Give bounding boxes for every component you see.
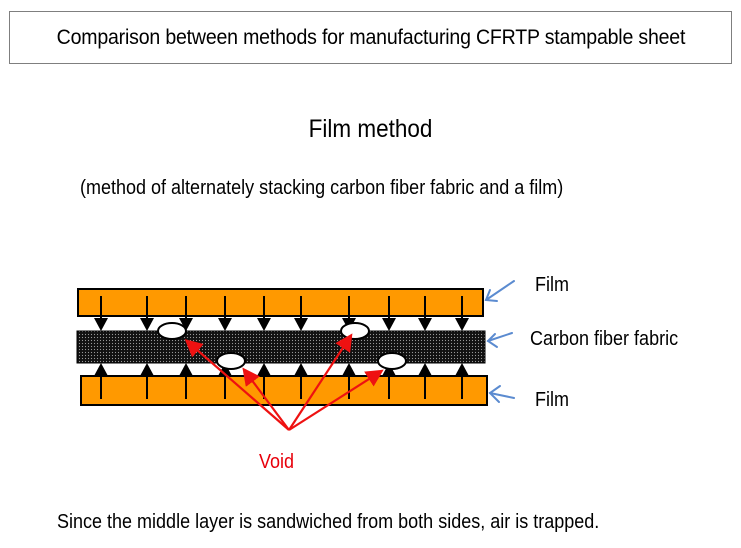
up-pressure-arrow-icon — [94, 363, 108, 399]
label-pointer-arrows — [484, 280, 515, 403]
down-pressure-arrow-icon — [218, 296, 232, 331]
void-bubble — [157, 322, 187, 340]
carbon-fiber-fabric-layer — [76, 330, 486, 364]
carbon-fiber-fabric-label: Carbon fiber fabric — [530, 328, 679, 350]
down-pressure-arrow-icon — [418, 296, 432, 331]
down-pressure-arrow-icon — [455, 296, 469, 331]
void-pointer-arrow-icon — [242, 367, 290, 431]
down-pressure-arrow-icon — [294, 296, 308, 331]
up-pressure-arrow-icon — [342, 363, 356, 399]
top-film-pointer-icon — [484, 280, 515, 302]
down-pressure-arrow-icon — [257, 296, 271, 331]
void-pointer-arrow-icon — [184, 339, 290, 431]
up-pressure-arrow-icon — [140, 363, 154, 399]
down-pressure-arrow-icon — [382, 296, 396, 331]
up-pressure-arrow-icon — [179, 363, 193, 399]
void-bubble — [216, 352, 246, 370]
up-pressure-arrow-icon — [455, 363, 469, 399]
down-pressure-arrow-icon — [94, 296, 108, 331]
void-pointer-arrow-icon — [288, 333, 353, 431]
up-pressure-arrow-icon — [257, 363, 271, 399]
top-film-label: Film — [535, 274, 569, 296]
void-bubble — [340, 322, 370, 340]
conclusion-text: Since the middle layer is sandwiched fro… — [57, 511, 600, 533]
down-pressure-arrow-icon — [179, 296, 193, 331]
bottom-film-label: Film — [535, 389, 569, 411]
method-description: (method of alternately stacking carbon f… — [80, 177, 564, 199]
title-box: Comparison between methods for manufactu… — [9, 11, 732, 64]
void-pointer-arrows — [184, 333, 384, 431]
down-pressure-arrow-icon — [140, 296, 154, 331]
void-label: Void — [259, 451, 295, 473]
slide-title: Comparison between methods for manufactu… — [56, 25, 685, 49]
fabric-pointer-icon — [486, 332, 513, 348]
top-film-layer — [77, 288, 484, 317]
bottom-film-layer — [80, 375, 488, 406]
up-pressure-arrow-icon — [294, 363, 308, 399]
up-pressure-arrow-icon — [418, 363, 432, 399]
void-bubble — [377, 352, 407, 370]
method-heading: Film method — [308, 115, 433, 143]
voids — [157, 322, 407, 370]
void-pointer-arrow-icon — [288, 369, 384, 431]
bottom-film-pointer-icon — [488, 385, 515, 403]
